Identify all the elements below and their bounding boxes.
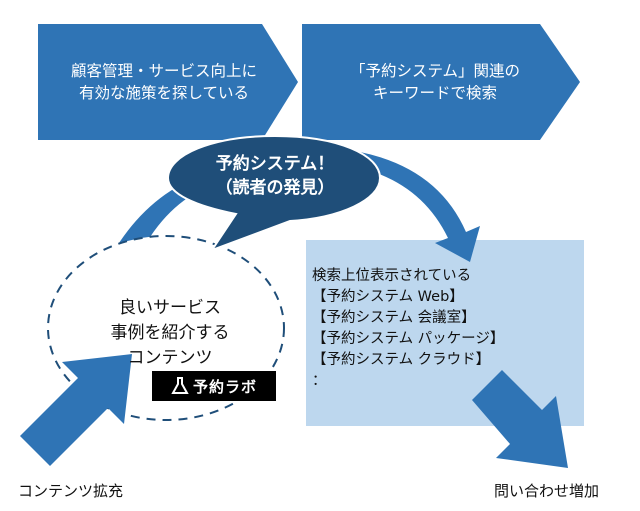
step1-line-1: 顧客管理・サービス向上に xyxy=(70,62,257,80)
search-results-line: 【予約システム クラウド】 xyxy=(312,352,491,368)
inquiry-increase-arrow xyxy=(472,370,568,468)
discovery-text: 予約システム！ （読者の発見） xyxy=(195,152,355,200)
content-line-3: コンテンツ xyxy=(127,348,213,368)
content-text: 良いサービス 事例を紹介する コンテンツ xyxy=(70,296,270,371)
search-results-text: 検索上位表示されている 【予約システム Web】 【予約システム 会議室】 【予… xyxy=(312,266,504,392)
curved-arrow-to-results xyxy=(352,152,480,262)
content-expansion-label: コンテンツ拡充 xyxy=(18,482,124,500)
step2-line-1: 「予約システム」関連の xyxy=(349,62,521,80)
inquiry-increase-label: 問い合わせ増加 xyxy=(494,482,600,500)
search-results-line: ： xyxy=(312,373,327,389)
logo-text: 予約ラボ xyxy=(192,377,257,396)
search-results-line: 【予約システム 会議室】 xyxy=(312,310,476,326)
discovery-line-1: 予約システム！ xyxy=(215,154,335,174)
search-results-line: 検索上位表示されている xyxy=(312,268,472,284)
search-results-box xyxy=(306,240,584,426)
search-results-line: 【予約システム Web】 xyxy=(312,289,464,305)
discovery-bubble xyxy=(166,134,382,253)
step2-text: 「予約システム」関連の キーワードで検索 xyxy=(315,60,555,104)
step2-line-2: キーワードで検索 xyxy=(372,84,497,102)
step1-line-2: 有効な施策を探している xyxy=(78,84,250,102)
step2-chevron xyxy=(302,24,580,140)
content-line-1: 良いサービス xyxy=(119,298,221,318)
search-results-line: 【予約システム パッケージ】 xyxy=(312,331,505,347)
step1-chevron xyxy=(38,24,298,140)
discovery-line-2: （読者の発見） xyxy=(215,178,335,198)
content-expansion-arrow xyxy=(20,354,132,466)
flask-icon xyxy=(171,377,189,394)
step1-text: 顧客管理・サービス向上に 有効な施策を探している xyxy=(44,60,284,104)
content-line-2: 事例を紹介する xyxy=(110,323,230,343)
yoyaku-lab-logo: 予約ラボ xyxy=(152,371,276,401)
